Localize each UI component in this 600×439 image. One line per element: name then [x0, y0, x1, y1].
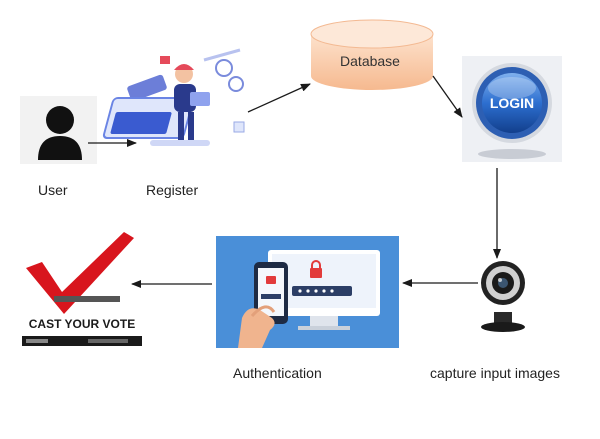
database-cylinder [310, 19, 434, 90]
user-icon [20, 96, 97, 164]
user-label: User [38, 182, 68, 198]
authentication-label: Authentication [233, 365, 322, 381]
capture-label: capture input images [430, 365, 560, 381]
login-label: LOGIN [490, 95, 534, 111]
register-label: Register [146, 182, 199, 198]
arrow-register-to-database [247, 83, 311, 113]
arrows [88, 75, 501, 288]
login-button-graphic [462, 56, 562, 162]
cast-vote-label: CAST YOUR VOTE [29, 317, 135, 331]
cast-vote-logo [22, 232, 142, 348]
register-illustration [102, 48, 245, 146]
authentication-illustration [216, 236, 399, 348]
arrow-database-to-login [432, 75, 463, 118]
webcam-icon [481, 261, 525, 332]
database-label: Database [340, 53, 400, 69]
